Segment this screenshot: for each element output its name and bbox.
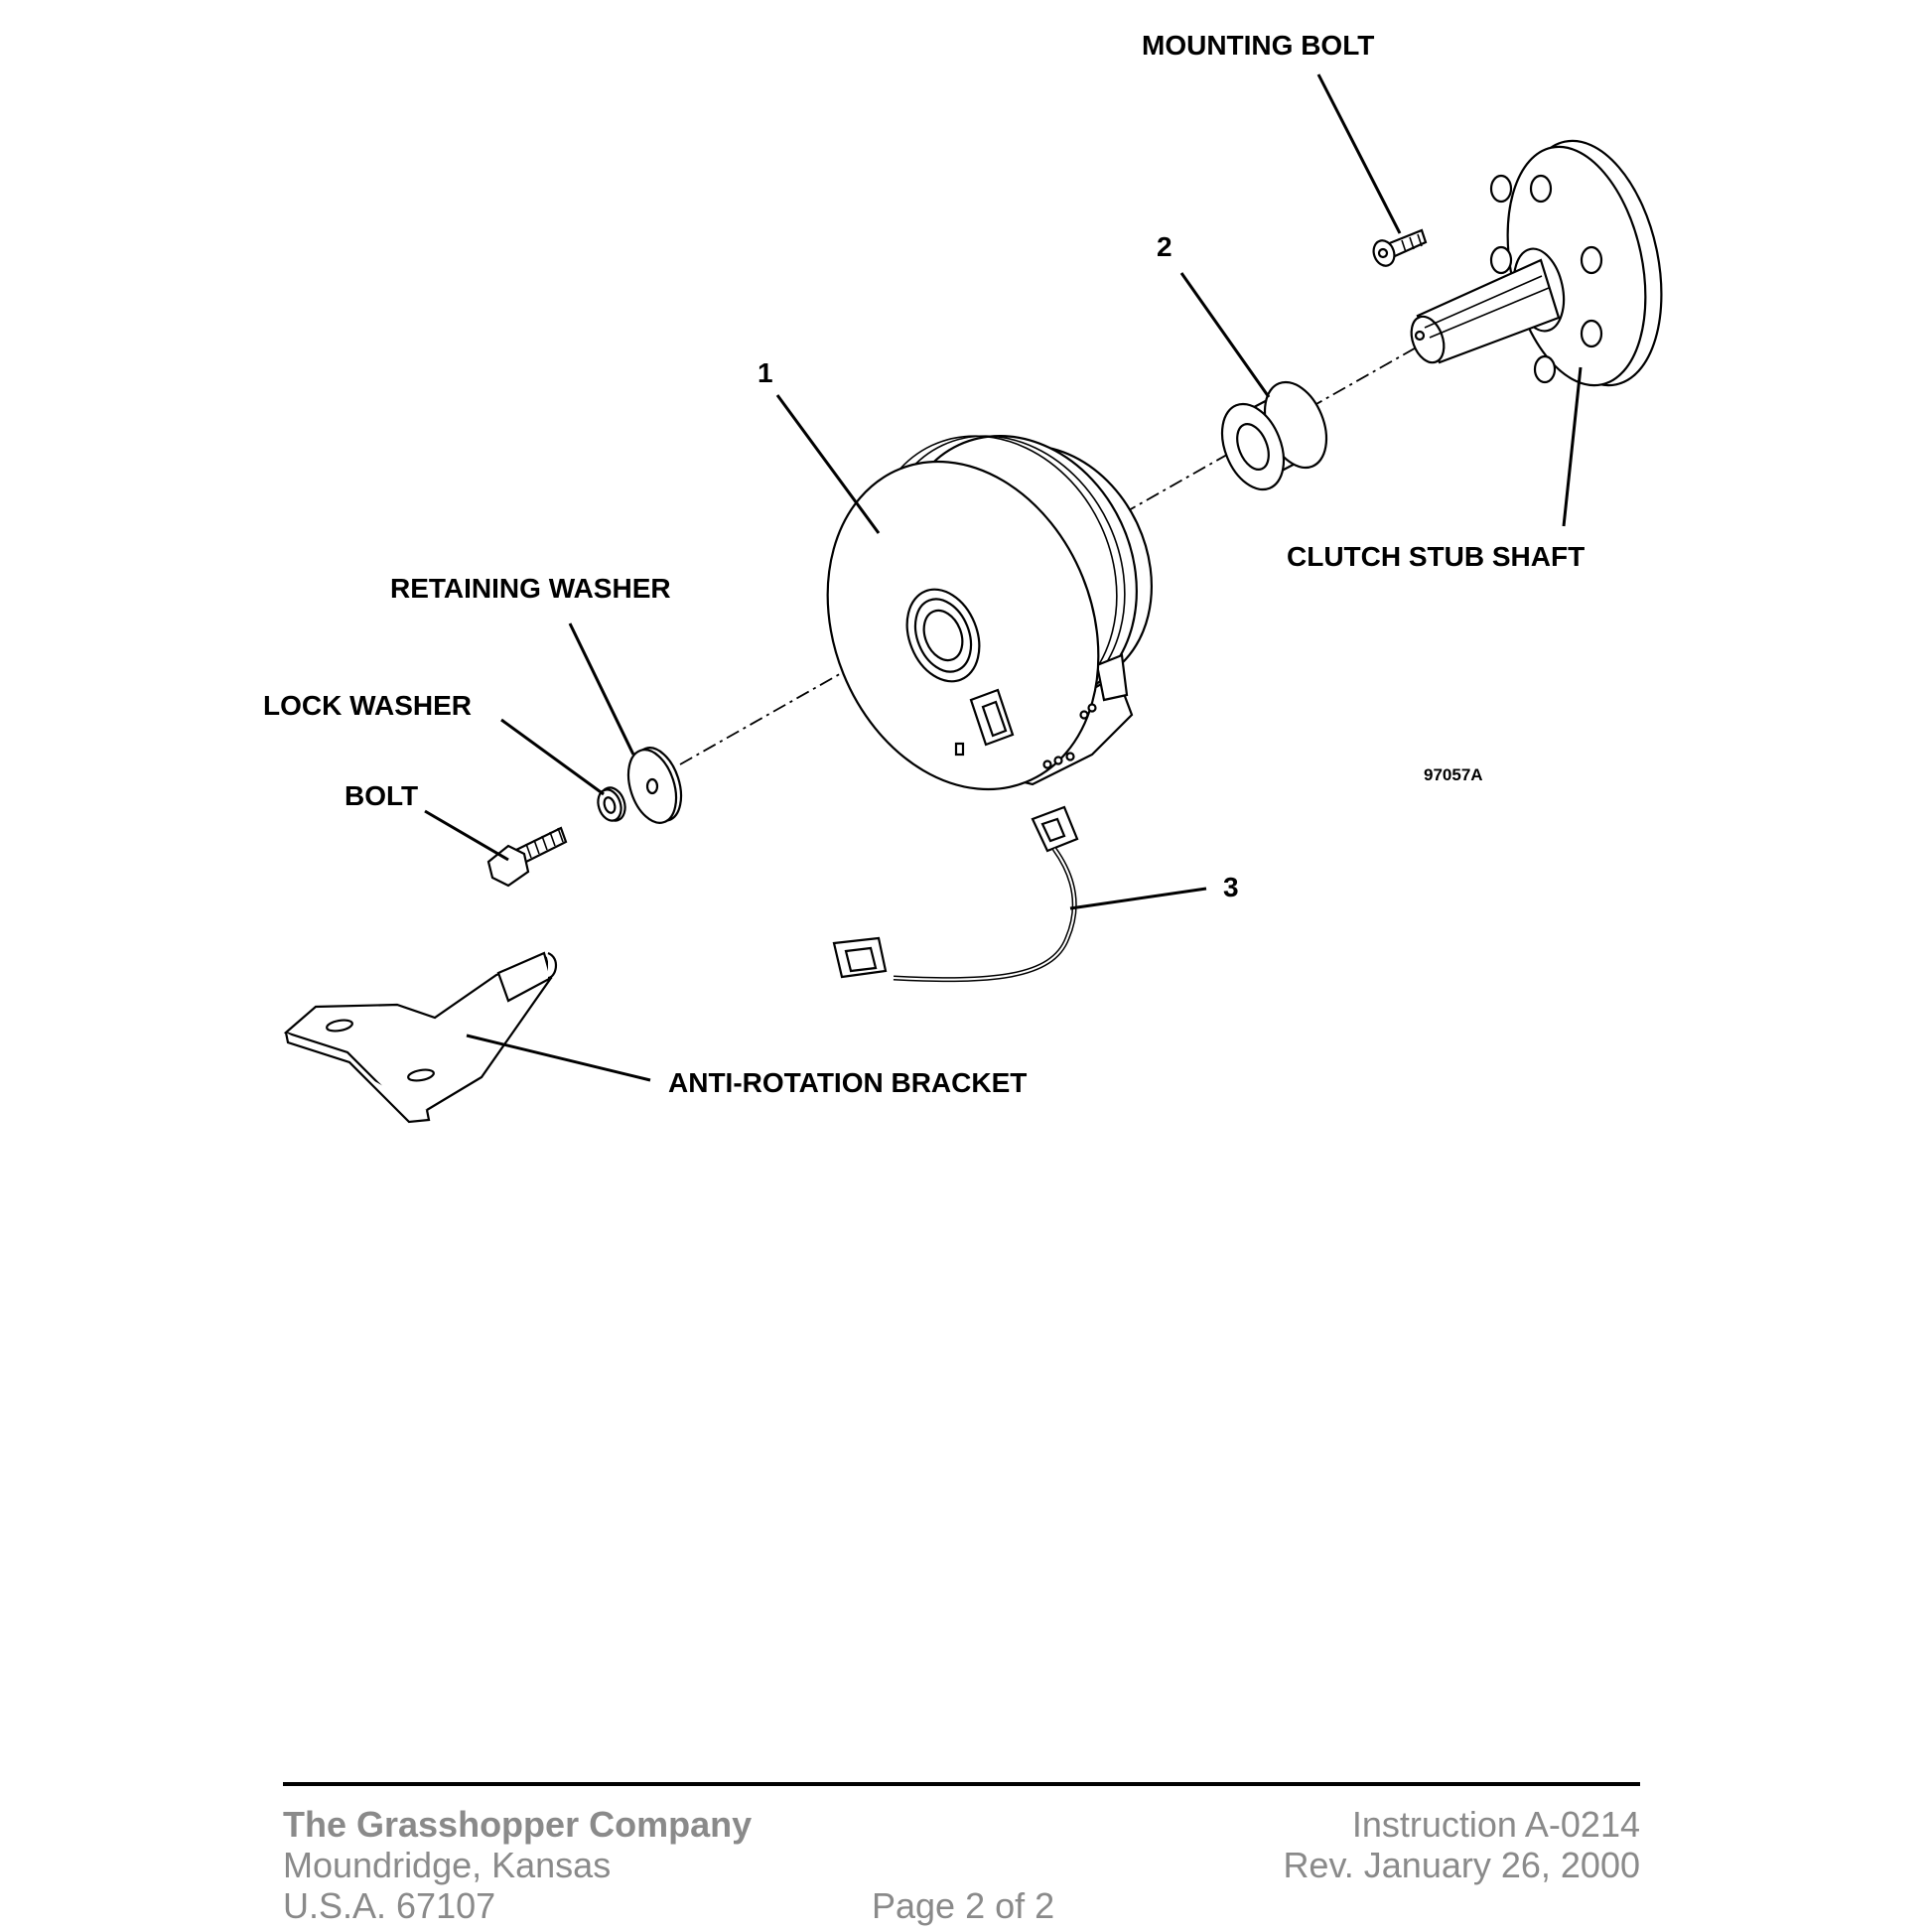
revision-date: Rev. January 26, 2000 bbox=[1283, 1845, 1640, 1885]
retaining-washer-leader bbox=[568, 622, 635, 756]
company-block: The Grasshopper Company Moundridge, Kans… bbox=[283, 1804, 752, 1926]
company-name: The Grasshopper Company bbox=[283, 1804, 753, 1845]
company-city: Moundridge, Kansas bbox=[283, 1845, 612, 1885]
electric-clutch-part bbox=[826, 435, 1154, 791]
footer-divider bbox=[283, 1782, 1640, 1786]
mounting-bolt-label: MOUNTING BOLT bbox=[1142, 30, 1374, 61]
document-info-block: Instruction A-0214 Rev. January 26, 2000 bbox=[1283, 1804, 1640, 1885]
mounting-bolt-leader bbox=[1316, 73, 1402, 234]
lock-washer-part bbox=[597, 786, 626, 822]
item-2-label: 2 bbox=[1157, 231, 1173, 262]
wire-harness-part bbox=[832, 805, 1079, 983]
bolt-label: BOLT bbox=[345, 780, 418, 811]
page-number: Page 2 of 2 bbox=[872, 1885, 1055, 1926]
item-1-leader bbox=[775, 394, 881, 534]
anti-rotation-bracket-leader bbox=[466, 1034, 651, 1082]
item-1-label: 1 bbox=[758, 357, 773, 388]
instruction-number: Instruction A-0214 bbox=[1351, 1804, 1640, 1845]
item-3-label: 3 bbox=[1223, 872, 1239, 902]
mounting-bolt-part bbox=[1372, 228, 1428, 267]
lock-washer-leader bbox=[500, 718, 605, 796]
drawing-number-label: 97057A bbox=[1424, 765, 1483, 784]
clutch-stub-shaft-part bbox=[1410, 139, 1663, 387]
anti-rotation-bracket-part bbox=[283, 951, 557, 1124]
item-3-leader bbox=[1069, 887, 1207, 910]
bolt-part bbox=[486, 826, 568, 888]
retaining-washer-label: RETAINING WASHER bbox=[390, 573, 671, 604]
clutch-stub-shaft-leader bbox=[1562, 366, 1583, 527]
clutch-stub-shaft-label: CLUTCH STUB SHAFT bbox=[1287, 541, 1585, 572]
item-2-leader bbox=[1179, 272, 1271, 398]
lock-washer-label: LOCK WASHER bbox=[263, 690, 472, 721]
retaining-washer-part bbox=[626, 747, 683, 824]
bolt-leader bbox=[424, 809, 509, 862]
company-country-zip: U.S.A. 67107 bbox=[283, 1885, 496, 1926]
spacer-part bbox=[1220, 380, 1328, 491]
anti-rotation-bracket-label: ANTI-ROTATION BRACKET bbox=[668, 1067, 1027, 1098]
